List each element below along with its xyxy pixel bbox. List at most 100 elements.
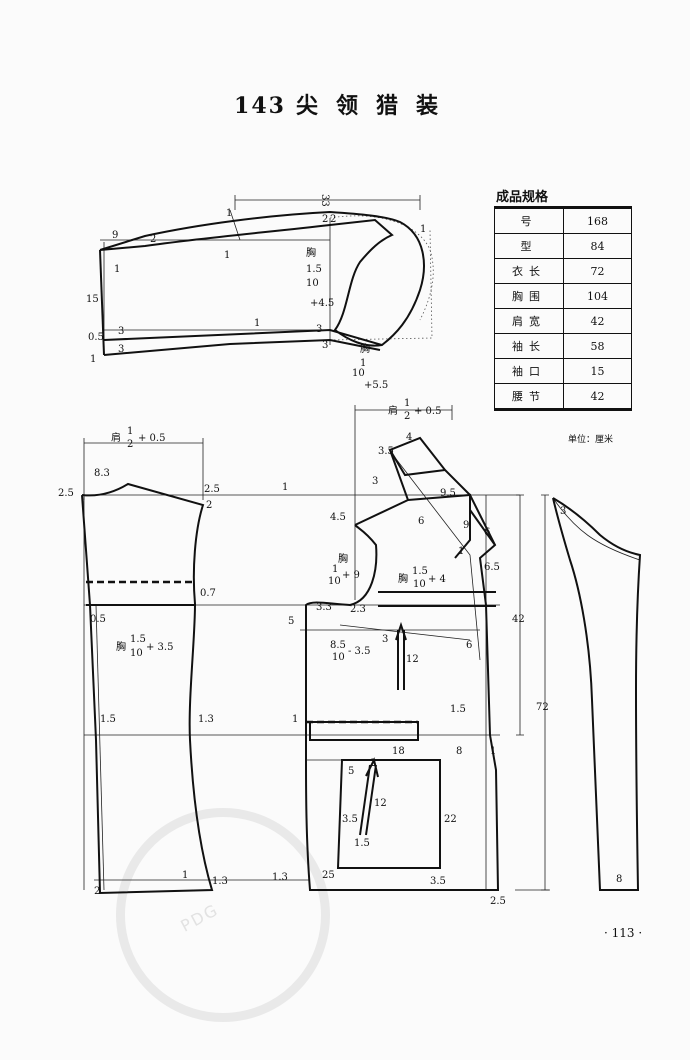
- front-formula: 胸: [398, 572, 408, 585]
- front-formula: 2: [404, 411, 410, 422]
- page-number: · 113 ·: [604, 926, 643, 940]
- front-label: 2.3: [350, 604, 366, 615]
- back-label: 0.7: [200, 588, 216, 599]
- front-label: 4: [406, 432, 412, 443]
- spec-value: 42: [563, 383, 632, 411]
- sleeve-label: 9: [112, 230, 118, 241]
- sleeve-label: 3: [118, 326, 124, 337]
- sleeve-formula: 10: [352, 368, 365, 379]
- back-formula: 肩: [111, 431, 121, 444]
- sleeve-side-seam: [99, 249, 105, 356]
- spec-label: 腰节: [494, 383, 564, 411]
- back-formula: 1.5: [130, 634, 146, 645]
- front-label: 4.5: [330, 512, 346, 523]
- front-label: 3.5: [378, 446, 394, 457]
- front-label: 9.5: [440, 488, 456, 499]
- page-title: 143 尖领猎装: [0, 88, 690, 120]
- front-label: 18: [392, 746, 405, 757]
- pocket-label: 12: [374, 798, 387, 809]
- front-pocket: [336, 759, 441, 869]
- sleeve-length-label: 33: [319, 194, 330, 207]
- back-label: 2.5: [58, 488, 74, 499]
- pocket-label: 22: [444, 814, 457, 825]
- sleeve-label: 1: [224, 250, 230, 261]
- back-shoulder-dimension: [83, 438, 204, 500]
- front-formula: 10: [328, 576, 341, 587]
- collar-pattern: [552, 497, 642, 891]
- back-label: 1: [182, 870, 188, 881]
- sleeve-label: 1: [90, 354, 96, 365]
- front-formula: 1: [404, 398, 410, 409]
- front-formula: 1: [332, 564, 338, 575]
- front-label: 6: [484, 527, 490, 538]
- front-formula: + 4: [428, 574, 446, 585]
- collar-outline: [552, 497, 642, 891]
- front-shoulder-dimension: [354, 405, 453, 600]
- sleeve-formula: 10: [306, 278, 319, 289]
- sleeve-formula: 胸: [306, 246, 316, 259]
- front-label: 3: [372, 476, 378, 487]
- front-label: 1.5: [450, 704, 466, 715]
- front-label: 12: [406, 654, 419, 665]
- sleeve-label: 1: [254, 318, 260, 329]
- sleeve-label: 1: [420, 224, 426, 235]
- collar-label: 3: [560, 506, 566, 517]
- front-dimension-marks: [516, 494, 549, 891]
- front-label: 3: [382, 634, 388, 645]
- sleeve-formula: 1.5: [306, 264, 322, 275]
- sleeve-formula: 胸: [360, 342, 370, 355]
- front-formula: - 3.5: [348, 646, 370, 657]
- sleeve-formula: +5.5: [364, 380, 388, 391]
- front-label: 3.3: [316, 602, 332, 613]
- back-formula: + 0.5: [138, 433, 165, 444]
- front-chest-line: [378, 591, 496, 607]
- spec-label: 胸围: [494, 283, 564, 309]
- sleeve-label: 15: [86, 294, 99, 305]
- back-label: 1.3: [198, 714, 214, 725]
- spec-table-title: 成品规格: [496, 190, 549, 205]
- front-label: 42: [512, 614, 525, 625]
- grain-arrow: [395, 621, 407, 690]
- sleeve-pattern: [99, 195, 434, 356]
- back-formula: 1: [127, 426, 133, 437]
- pocket-label: 2: [370, 758, 376, 769]
- front-label: 1: [292, 714, 298, 725]
- front-label: 6.5: [484, 562, 500, 573]
- back-label: 1: [282, 482, 288, 493]
- title-text: 尖领猎装: [295, 93, 456, 119]
- back-formula: 胸: [116, 640, 126, 653]
- sleeve-label: 1: [226, 208, 232, 219]
- back-label: 0.5: [90, 614, 106, 625]
- sleeve-formula: +4.5: [310, 298, 334, 309]
- back-formula: 10: [130, 648, 143, 659]
- pocket-label: 5: [348, 766, 354, 777]
- back-label: 8.3: [94, 468, 110, 479]
- title-number: 143: [234, 93, 286, 119]
- sleeve-dimension-line: [234, 195, 421, 210]
- front-label: 2.5: [490, 896, 506, 907]
- spec-label: 型: [494, 233, 564, 259]
- front-formula: + 9: [342, 570, 360, 581]
- front-label: 1: [490, 746, 496, 757]
- front-label: 1.3: [272, 872, 288, 883]
- spec-value: 84: [563, 233, 632, 259]
- front-label: 1: [458, 546, 464, 557]
- pocket-label: 1.5: [354, 838, 370, 849]
- sleeve-cap-guide: [329, 215, 434, 341]
- sleeve-label: 2: [330, 214, 336, 225]
- front-welt: [309, 721, 419, 741]
- pocket-label: 3.5: [342, 814, 358, 825]
- front-dart-lines: [339, 454, 481, 661]
- back-formula: + 3.5: [146, 642, 173, 653]
- sleeve-label: 2: [322, 214, 328, 225]
- back-label: 1.5: [100, 714, 116, 725]
- spec-value: 58: [563, 333, 632, 359]
- back-center-line: [95, 604, 105, 891]
- spec-label: 肩宽: [494, 308, 564, 334]
